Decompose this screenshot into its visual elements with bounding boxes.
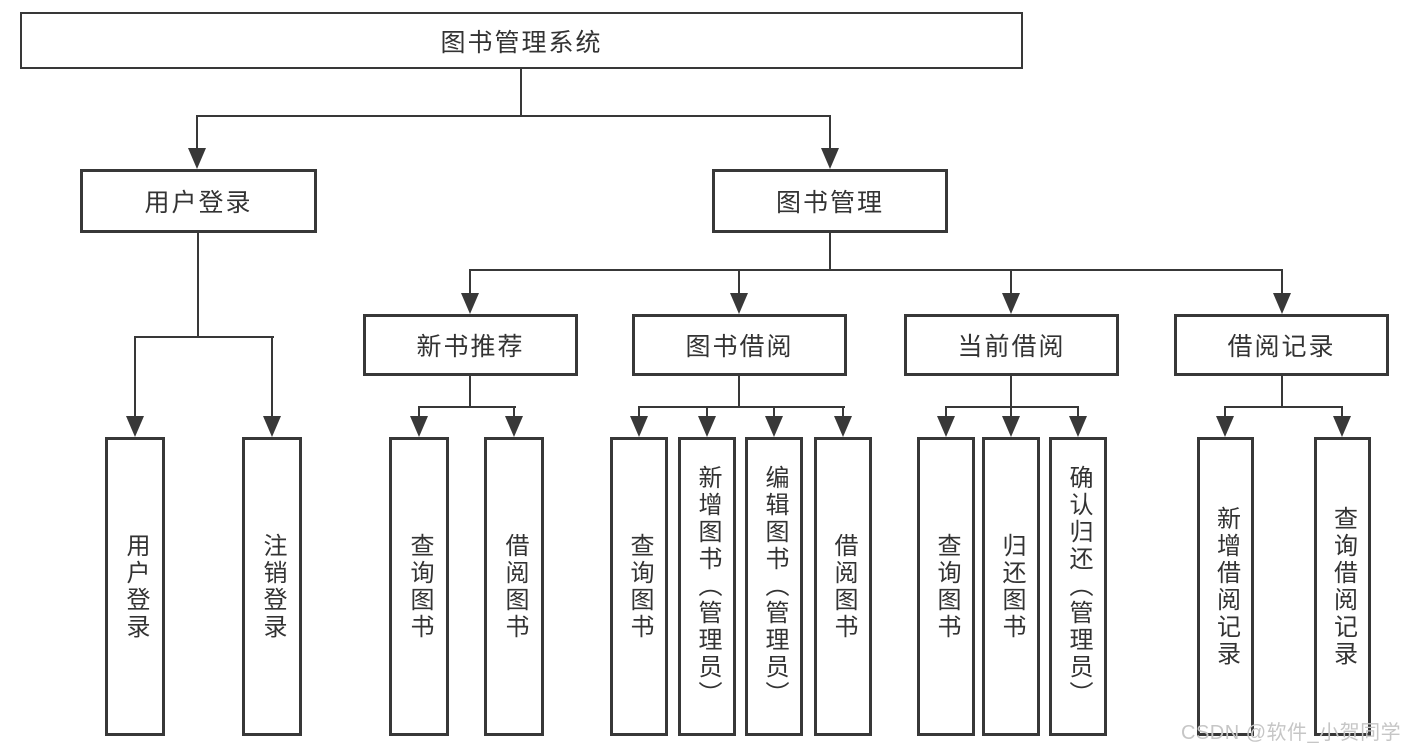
- leaf-logout-label: 注销登录: [259, 532, 286, 641]
- leaf-borrow-books-borrowing-label: 借阅图书: [830, 532, 857, 641]
- node-book-borrowing: 图书借阅: [632, 314, 847, 376]
- leaf-query-books-borrowing-label: 查询图书: [626, 532, 653, 641]
- node-book-borrowing-label: 图书借阅: [685, 333, 794, 361]
- edge-current-children-bar: [945, 406, 1079, 408]
- leaf-query-books-recommend: 查询图书: [389, 437, 449, 736]
- edge-leaf-edit-books-stem: [773, 406, 775, 418]
- arrow-into-leaf-logout: [263, 416, 281, 437]
- edge-leaf-user-login-stem: [134, 336, 136, 418]
- leaf-query-books-current-label: 查询图书: [933, 532, 960, 641]
- leaf-confirm-return-admin-label: 确认归还（管理员）: [1065, 465, 1092, 708]
- leaf-user-login: 用户登录: [105, 437, 165, 736]
- edge-leaf-query-record-stem: [1341, 406, 1343, 418]
- edge-new-book-recommend-down: [469, 376, 471, 408]
- arrow-into-leaf-query-borrowing: [630, 416, 648, 437]
- arrow-into-leaf-edit-books: [765, 416, 783, 437]
- edge-leaf-query-borrowing-stem: [638, 406, 640, 418]
- edge-current-borrowing-down: [1010, 376, 1012, 408]
- edge-leaf-logout-stem: [271, 336, 273, 418]
- leaf-borrow-books-recommend: 借阅图书: [484, 437, 544, 736]
- edge-book-management-stem: [829, 115, 831, 151]
- watermark: CSDN @软件_小贺同学: [1181, 722, 1402, 744]
- arrow-into-borrowing-records: [1273, 293, 1291, 314]
- edge-leaf-query-current-stem: [945, 406, 947, 418]
- edge-borrowing-records-stem: [1281, 269, 1283, 295]
- edge-borrowing-children-bar: [638, 406, 845, 408]
- edge-root-stem: [520, 69, 522, 117]
- arrow-into-leaf-add-record: [1216, 416, 1234, 437]
- edge-leaf-borrow-borrowing-stem: [842, 406, 844, 418]
- leaf-query-books-borrowing: 查询图书: [610, 437, 668, 736]
- leaf-return-books: 归还图书: [982, 437, 1040, 736]
- edge-new-book-recommend-stem: [469, 269, 471, 295]
- edge-leaf-borrow-recommend-stem: [513, 406, 515, 418]
- arrow-into-leaf-query-current: [937, 416, 955, 437]
- leaf-edit-books-admin-label: 编辑图书（管理员）: [761, 465, 788, 708]
- leaf-return-books-label: 归还图书: [998, 532, 1025, 641]
- node-book-management-label: 图书管理: [775, 189, 884, 217]
- edge-level2-bar: [196, 115, 831, 117]
- node-new-book-recommend-label: 新书推荐: [416, 333, 525, 361]
- leaf-query-borrow-record: 查询借阅记录: [1314, 437, 1371, 736]
- edge-borrowing-records-down: [1281, 376, 1283, 408]
- edge-leaf-query-recommend-stem: [418, 406, 420, 418]
- node-book-management: 图书管理: [712, 169, 948, 233]
- edge-user-login-down: [197, 233, 199, 338]
- leaf-add-books-admin-label: 新增图书（管理员）: [694, 465, 721, 708]
- arrow-into-book-management: [821, 148, 839, 169]
- node-root-label: 图书管理系统: [440, 28, 603, 57]
- edge-level3-bar: [469, 269, 1283, 271]
- arrow-into-new-book-recommend: [461, 293, 479, 314]
- edge-leaf-confirm-return-stem: [1077, 406, 1079, 418]
- leaf-add-borrow-record-label: 新增借阅记录: [1212, 505, 1240, 668]
- edge-book-borrowing-down: [738, 376, 740, 408]
- arrow-into-leaf-add-books: [698, 416, 716, 437]
- edge-leaf-return-books-stem: [1010, 406, 1012, 418]
- leaf-borrow-books-recommend-label: 借阅图书: [501, 532, 528, 641]
- edge-records-children-bar: [1224, 406, 1343, 408]
- leaf-add-borrow-record: 新增借阅记录: [1197, 437, 1254, 736]
- arrow-into-leaf-user-login: [126, 416, 144, 437]
- leaf-query-books-current: 查询图书: [917, 437, 975, 736]
- node-borrowing-records-label: 借阅记录: [1227, 333, 1336, 361]
- edge-current-borrowing-stem: [1010, 269, 1012, 295]
- leaf-user-login-label: 用户登录: [122, 532, 149, 641]
- node-borrowing-records: 借阅记录: [1174, 314, 1389, 376]
- leaf-logout: 注销登录: [242, 437, 302, 736]
- arrow-into-leaf-borrow-recommend: [505, 416, 523, 437]
- node-user-login: 用户登录: [80, 169, 317, 233]
- edge-recommend-children-bar: [418, 406, 516, 408]
- edge-leaf-add-books-stem: [706, 406, 708, 418]
- leaf-add-books-admin: 新增图书（管理员）: [678, 437, 736, 736]
- arrow-into-leaf-query-record: [1333, 416, 1351, 437]
- edge-book-borrowing-stem: [738, 269, 740, 295]
- leaf-query-borrow-record-label: 查询借阅记录: [1329, 505, 1357, 668]
- arrow-into-current-borrowing: [1002, 293, 1020, 314]
- leaf-borrow-books-borrowing: 借阅图书: [814, 437, 872, 736]
- node-current-borrowing-label: 当前借阅: [957, 333, 1066, 361]
- edge-leaf-add-record-stem: [1224, 406, 1226, 418]
- edge-user-children-bar: [134, 336, 274, 338]
- arrow-into-user-login: [188, 148, 206, 169]
- arrow-into-leaf-borrow-borrowing: [834, 416, 852, 437]
- arrow-into-leaf-query-recommend: [410, 416, 428, 437]
- arrow-into-leaf-confirm-return: [1069, 416, 1087, 437]
- node-new-book-recommend: 新书推荐: [363, 314, 578, 376]
- node-user-login-label: 用户登录: [144, 189, 253, 217]
- leaf-confirm-return-admin: 确认归还（管理员）: [1049, 437, 1107, 736]
- node-current-borrowing: 当前借阅: [904, 314, 1119, 376]
- leaf-edit-books-admin: 编辑图书（管理员）: [745, 437, 803, 736]
- arrow-into-leaf-return-books: [1002, 416, 1020, 437]
- edge-book-management-down: [829, 233, 831, 271]
- arrow-into-book-borrowing: [730, 293, 748, 314]
- node-root: 图书管理系统: [20, 12, 1023, 69]
- leaf-query-books-recommend-label: 查询图书: [406, 532, 433, 641]
- edge-user-login-stem: [196, 115, 198, 151]
